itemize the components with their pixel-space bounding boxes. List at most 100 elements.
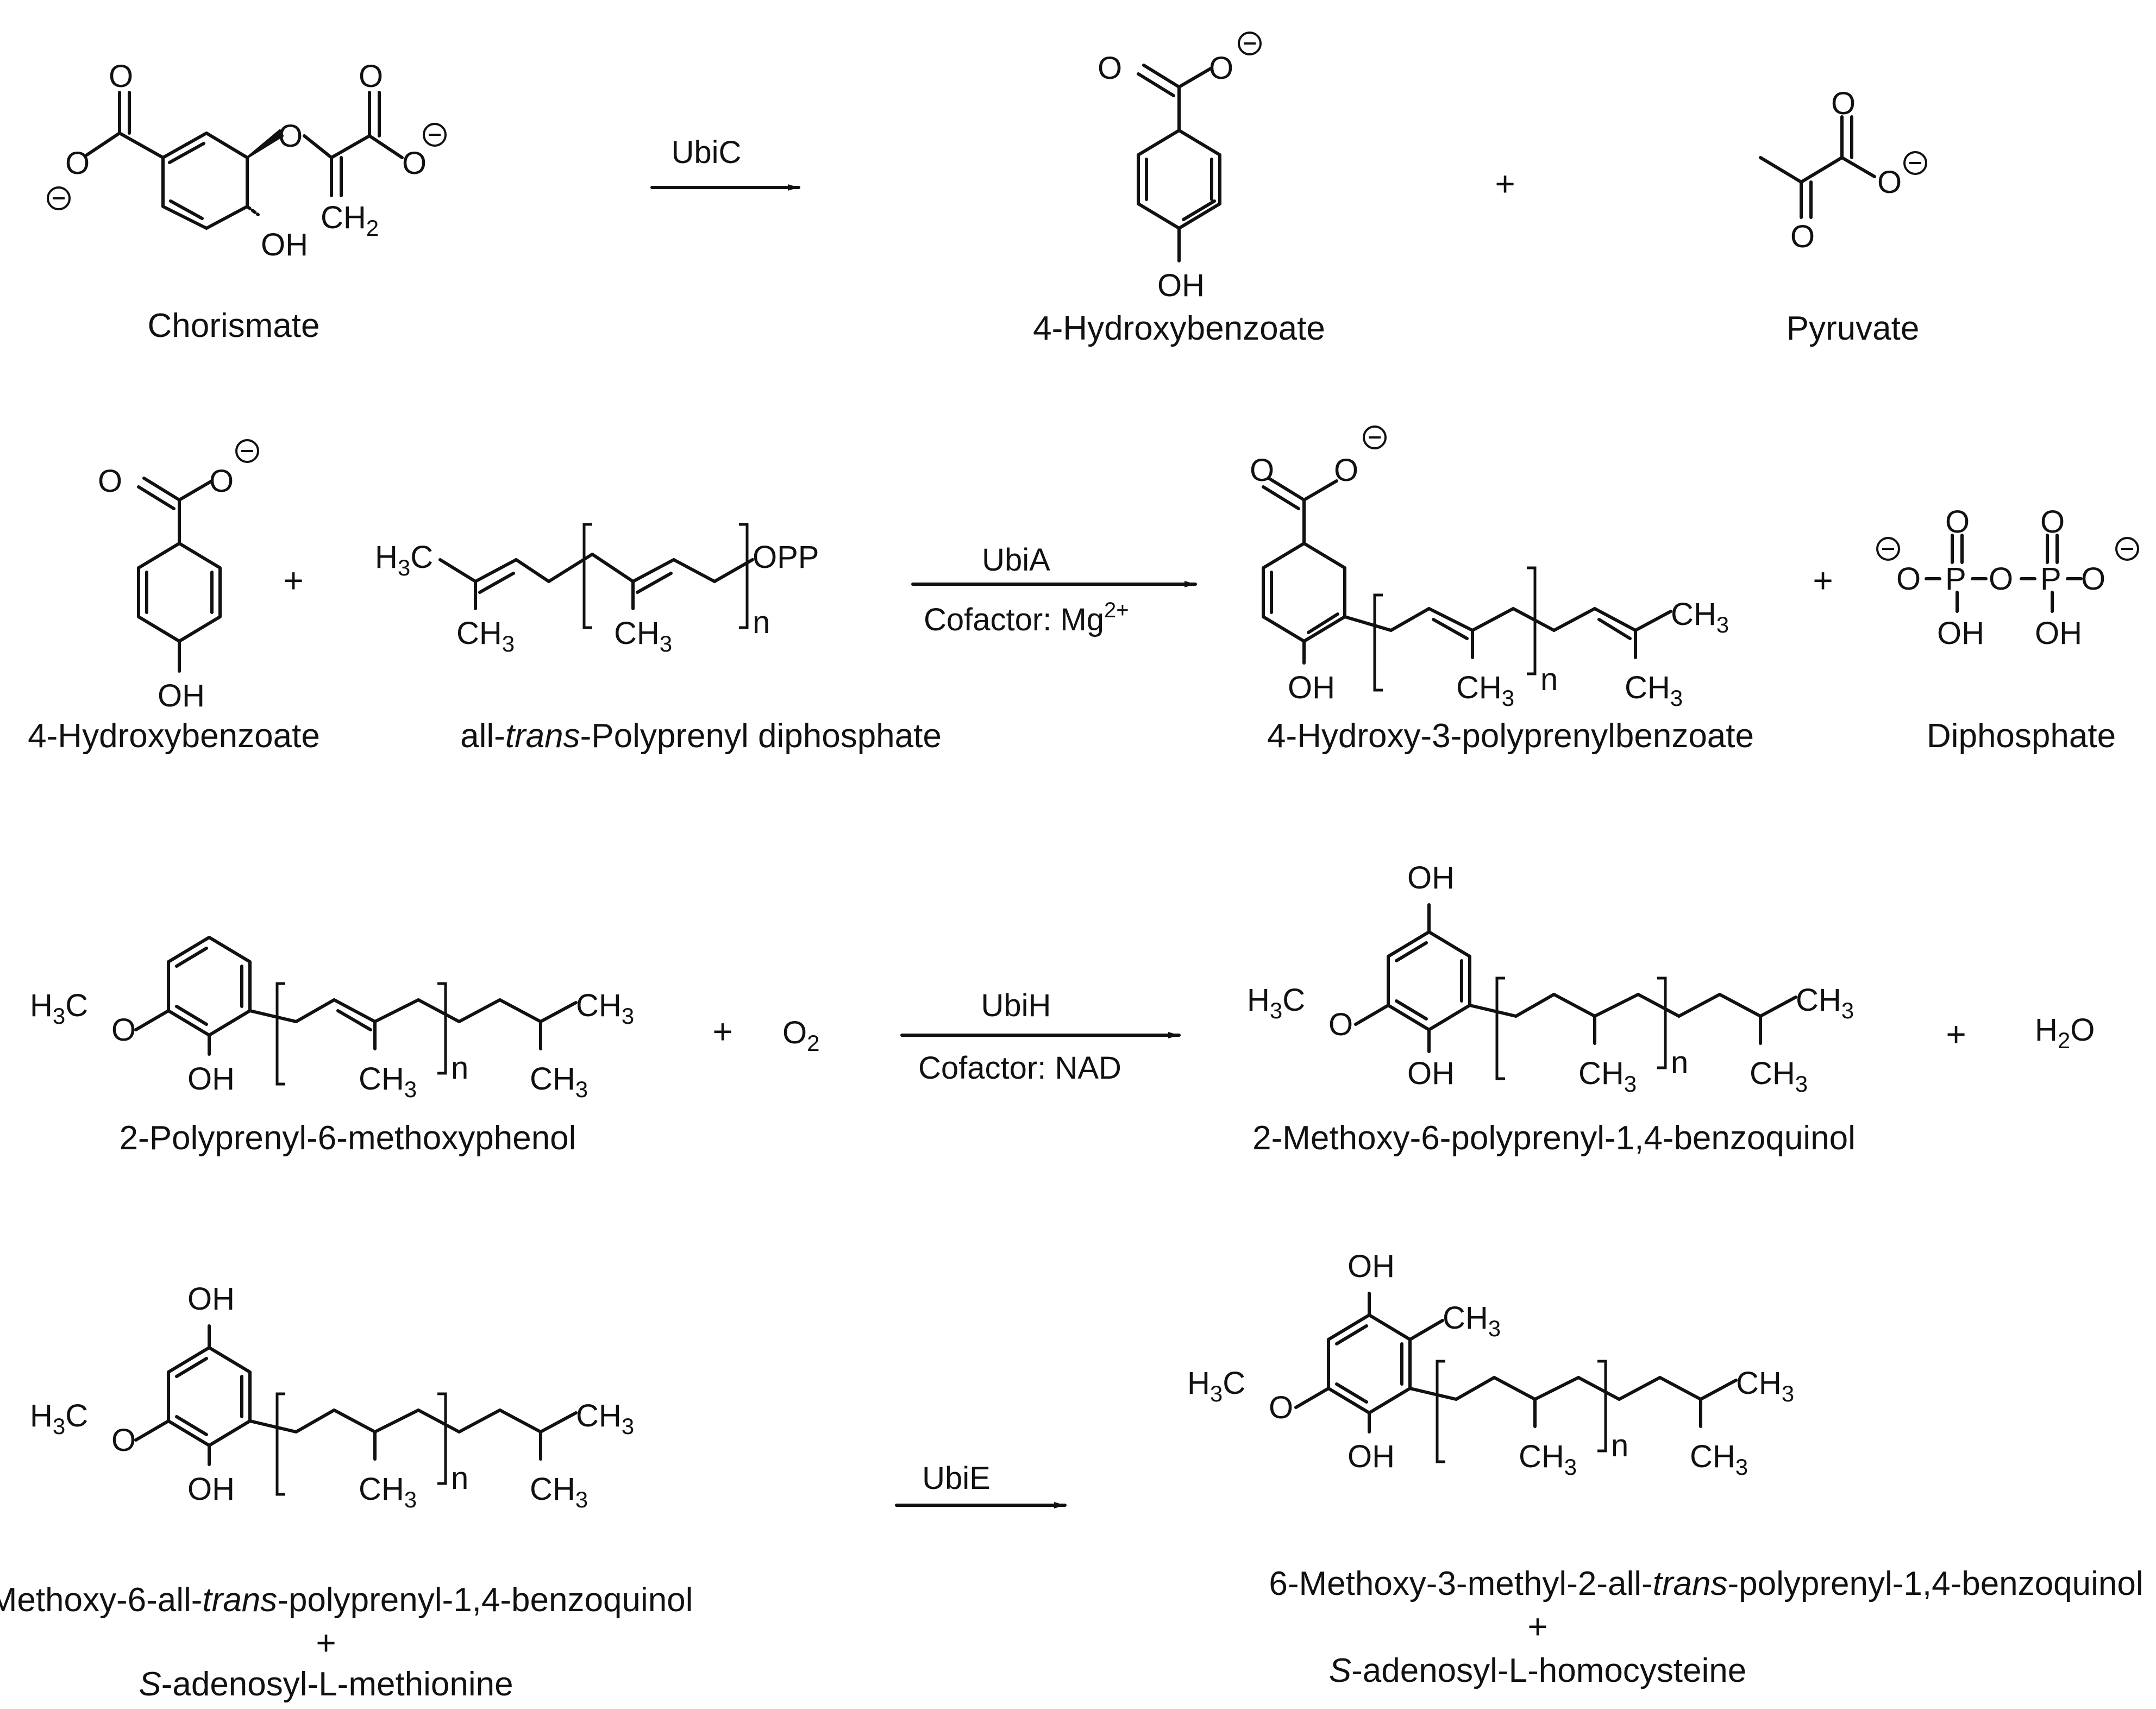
repeat-bracket-left: [1373, 593, 1383, 692]
negative-charge-icon: [1238, 32, 1262, 55]
enzyme-label-ubih: UbiH: [981, 988, 1051, 1023]
repeat-count-n: n: [451, 1461, 468, 1496]
diphosphate-structure: [1925, 534, 2083, 613]
compound-name-s-adenosyl-l-homocysteine: S-adenosyl-L-homocysteine: [1329, 1652, 1747, 1689]
atom-ch3: CH3: [1578, 1056, 1637, 1097]
atom-oh: OH: [1407, 860, 1455, 896]
atom-oh: OH: [187, 1061, 235, 1097]
atom-oh: OH: [187, 1281, 235, 1317]
atom-h3c: H3C: [1187, 1366, 1245, 1406]
atom-oh: OH: [261, 227, 308, 262]
atom-ch3: CH3: [1796, 982, 1854, 1023]
6-methoxy-3-methyl-2-all-trans-polyprenyl-1,4-benzoquinol-structure: [1294, 1292, 1738, 1433]
atom-oh: OH: [1348, 1439, 1395, 1474]
molecule-o2: O2: [782, 1015, 819, 1056]
atom-o: O: [359, 59, 383, 94]
atom-ch3: CH3: [359, 1061, 417, 1102]
repeat-bracket-right: [739, 523, 749, 629]
enzyme-label-ubia: UbiA: [982, 542, 1050, 578]
plus-sign: +: [1946, 1015, 1966, 1054]
atom-ch3: CH3: [1443, 1300, 1501, 1341]
atom-p: P: [2040, 561, 2061, 597]
repeat-bracket-right: [1657, 976, 1667, 1069]
repeat-bracket-left: [275, 982, 285, 1086]
repeat-bracket-left: [1436, 1360, 1445, 1463]
repeat-bracket-left: [582, 523, 592, 629]
atom-o: O: [1831, 86, 1856, 121]
atom-ch3: CH3: [1750, 1056, 1808, 1097]
4-hydroxybenzoate-structure: [137, 477, 222, 673]
cofactor-label-ubia: Cofactor: Mg2+: [924, 598, 1129, 637]
plus-sign: +: [1495, 164, 1515, 203]
repeat-count-n: n: [753, 605, 770, 640]
atom-o: O: [1250, 453, 1274, 488]
repeat-count-n: n: [1611, 1428, 1628, 1463]
compound-name-chorismate: Chorismate: [148, 307, 320, 345]
repeat-bracket-right: [437, 982, 447, 1075]
plus-sign: +: [283, 561, 303, 600]
repeat-count-n: n: [1671, 1045, 1688, 1080]
negative-charge-icon: [235, 439, 259, 463]
atom-oh: OH: [1288, 670, 1335, 705]
atom-ch3: CH3: [530, 1472, 588, 1512]
atom-o: O: [98, 464, 122, 499]
atom-oh: OH: [1157, 268, 1205, 303]
atom-o: O: [109, 59, 133, 94]
atom-oh: OH: [1348, 1249, 1395, 1284]
atom-ch3: CH3: [1519, 1439, 1577, 1480]
atom-o: O: [1790, 219, 1815, 254]
compound-name-2-methoxy-6-all-trans-polyprenyl-1,4-benzoquinol: 2-Methoxy-6-all-trans-polyprenyl-1,4-ben…: [0, 1581, 693, 1619]
plus-sign: +: [316, 1623, 336, 1662]
atom-oh: OH: [1407, 1056, 1455, 1091]
atom-ch3: CH3: [614, 616, 672, 656]
atom-ch3: CH3: [530, 1061, 588, 1102]
negative-charge-icon: [1876, 537, 1900, 561]
atom-o: O: [2081, 561, 2105, 597]
atom-ch3: CH3: [576, 988, 634, 1029]
cofactor-label-ubih: Cofactor: NAD: [918, 1050, 1121, 1086]
atom-ch2: CH2: [321, 200, 379, 241]
atom-ch3: CH3: [1690, 1439, 1748, 1480]
compound-name-4-hydroxybenzoate: 4-Hydroxybenzoate: [1033, 310, 1325, 347]
atom-o: O: [1328, 1007, 1353, 1042]
compound-name-2-methoxy-6-polyprenyl-1,4-benzoquinol: 2-Methoxy-6-polyprenyl-1,4-benzoquinol: [1252, 1119, 1856, 1157]
negative-charge-icon: [1903, 151, 1927, 175]
compound-name-2-polyprenyl-6-methoxyphenol: 2-Polyprenyl-6-methoxyphenol: [120, 1119, 576, 1157]
atom-h3c: H3C: [1247, 982, 1305, 1023]
compound-name-diphosphate: Diphosphate: [1927, 717, 2116, 755]
repeat-bracket-left: [1495, 976, 1505, 1080]
atom-o: O: [65, 146, 90, 181]
atom-o: O: [1945, 504, 1970, 540]
atom-oh: OH: [2035, 616, 2082, 651]
atom-p: P: [1945, 561, 1966, 597]
atom-ch3: CH3: [1456, 670, 1514, 711]
atom-o: O: [278, 118, 303, 154]
2-polyprenyl-6-methoxyphenol-structure: [134, 936, 578, 1056]
compound-name-pyruvate: Pyruvate: [1787, 310, 1920, 347]
atom-o: O: [111, 1012, 136, 1048]
atom-o: O: [402, 146, 427, 181]
pyruvate-structure: [1759, 115, 1876, 219]
atom-h3c: H3C: [30, 988, 88, 1029]
atom-o: O: [1209, 51, 1233, 86]
atom-ch3: CH3: [456, 616, 515, 656]
compound-name-6-methoxy-3-methyl-2-all-trans-polyprenyl-1,4-benzoquinol: 6-Methoxy-3-methyl-2-all-trans-polypreny…: [1269, 1565, 2143, 1602]
atom-ch3: CH3: [1625, 670, 1683, 711]
compound-name-polyprenyl-diphosphate: all-trans-Polyprenyl diphosphate: [460, 717, 942, 755]
atom-h3c: H3C: [30, 1398, 88, 1439]
repeat-bracket-left: [275, 1392, 285, 1496]
plus-sign: +: [712, 1012, 732, 1051]
plus-sign: +: [1527, 1607, 1547, 1646]
plus-sign: +: [1813, 561, 1833, 600]
compound-name-s-adenosyl-l-methionine: S-adenosyl-L-methionine: [139, 1666, 513, 1703]
atom-o: O: [1269, 1390, 1293, 1425]
enzyme-label-ubic: UbiC: [672, 135, 742, 170]
4-hydroxybenzoate-structure: [1137, 64, 1221, 262]
atom-h3c: H3C: [375, 540, 433, 580]
repeat-bracket-right: [1527, 566, 1537, 675]
2-methoxy-6-polyprenyl-1,4-benzoquinol-structure: [1354, 903, 1797, 1053]
atom-o: O: [209, 464, 234, 499]
atom-ch3: CH3: [1736, 1366, 1794, 1406]
atom-o: O: [1334, 453, 1358, 488]
